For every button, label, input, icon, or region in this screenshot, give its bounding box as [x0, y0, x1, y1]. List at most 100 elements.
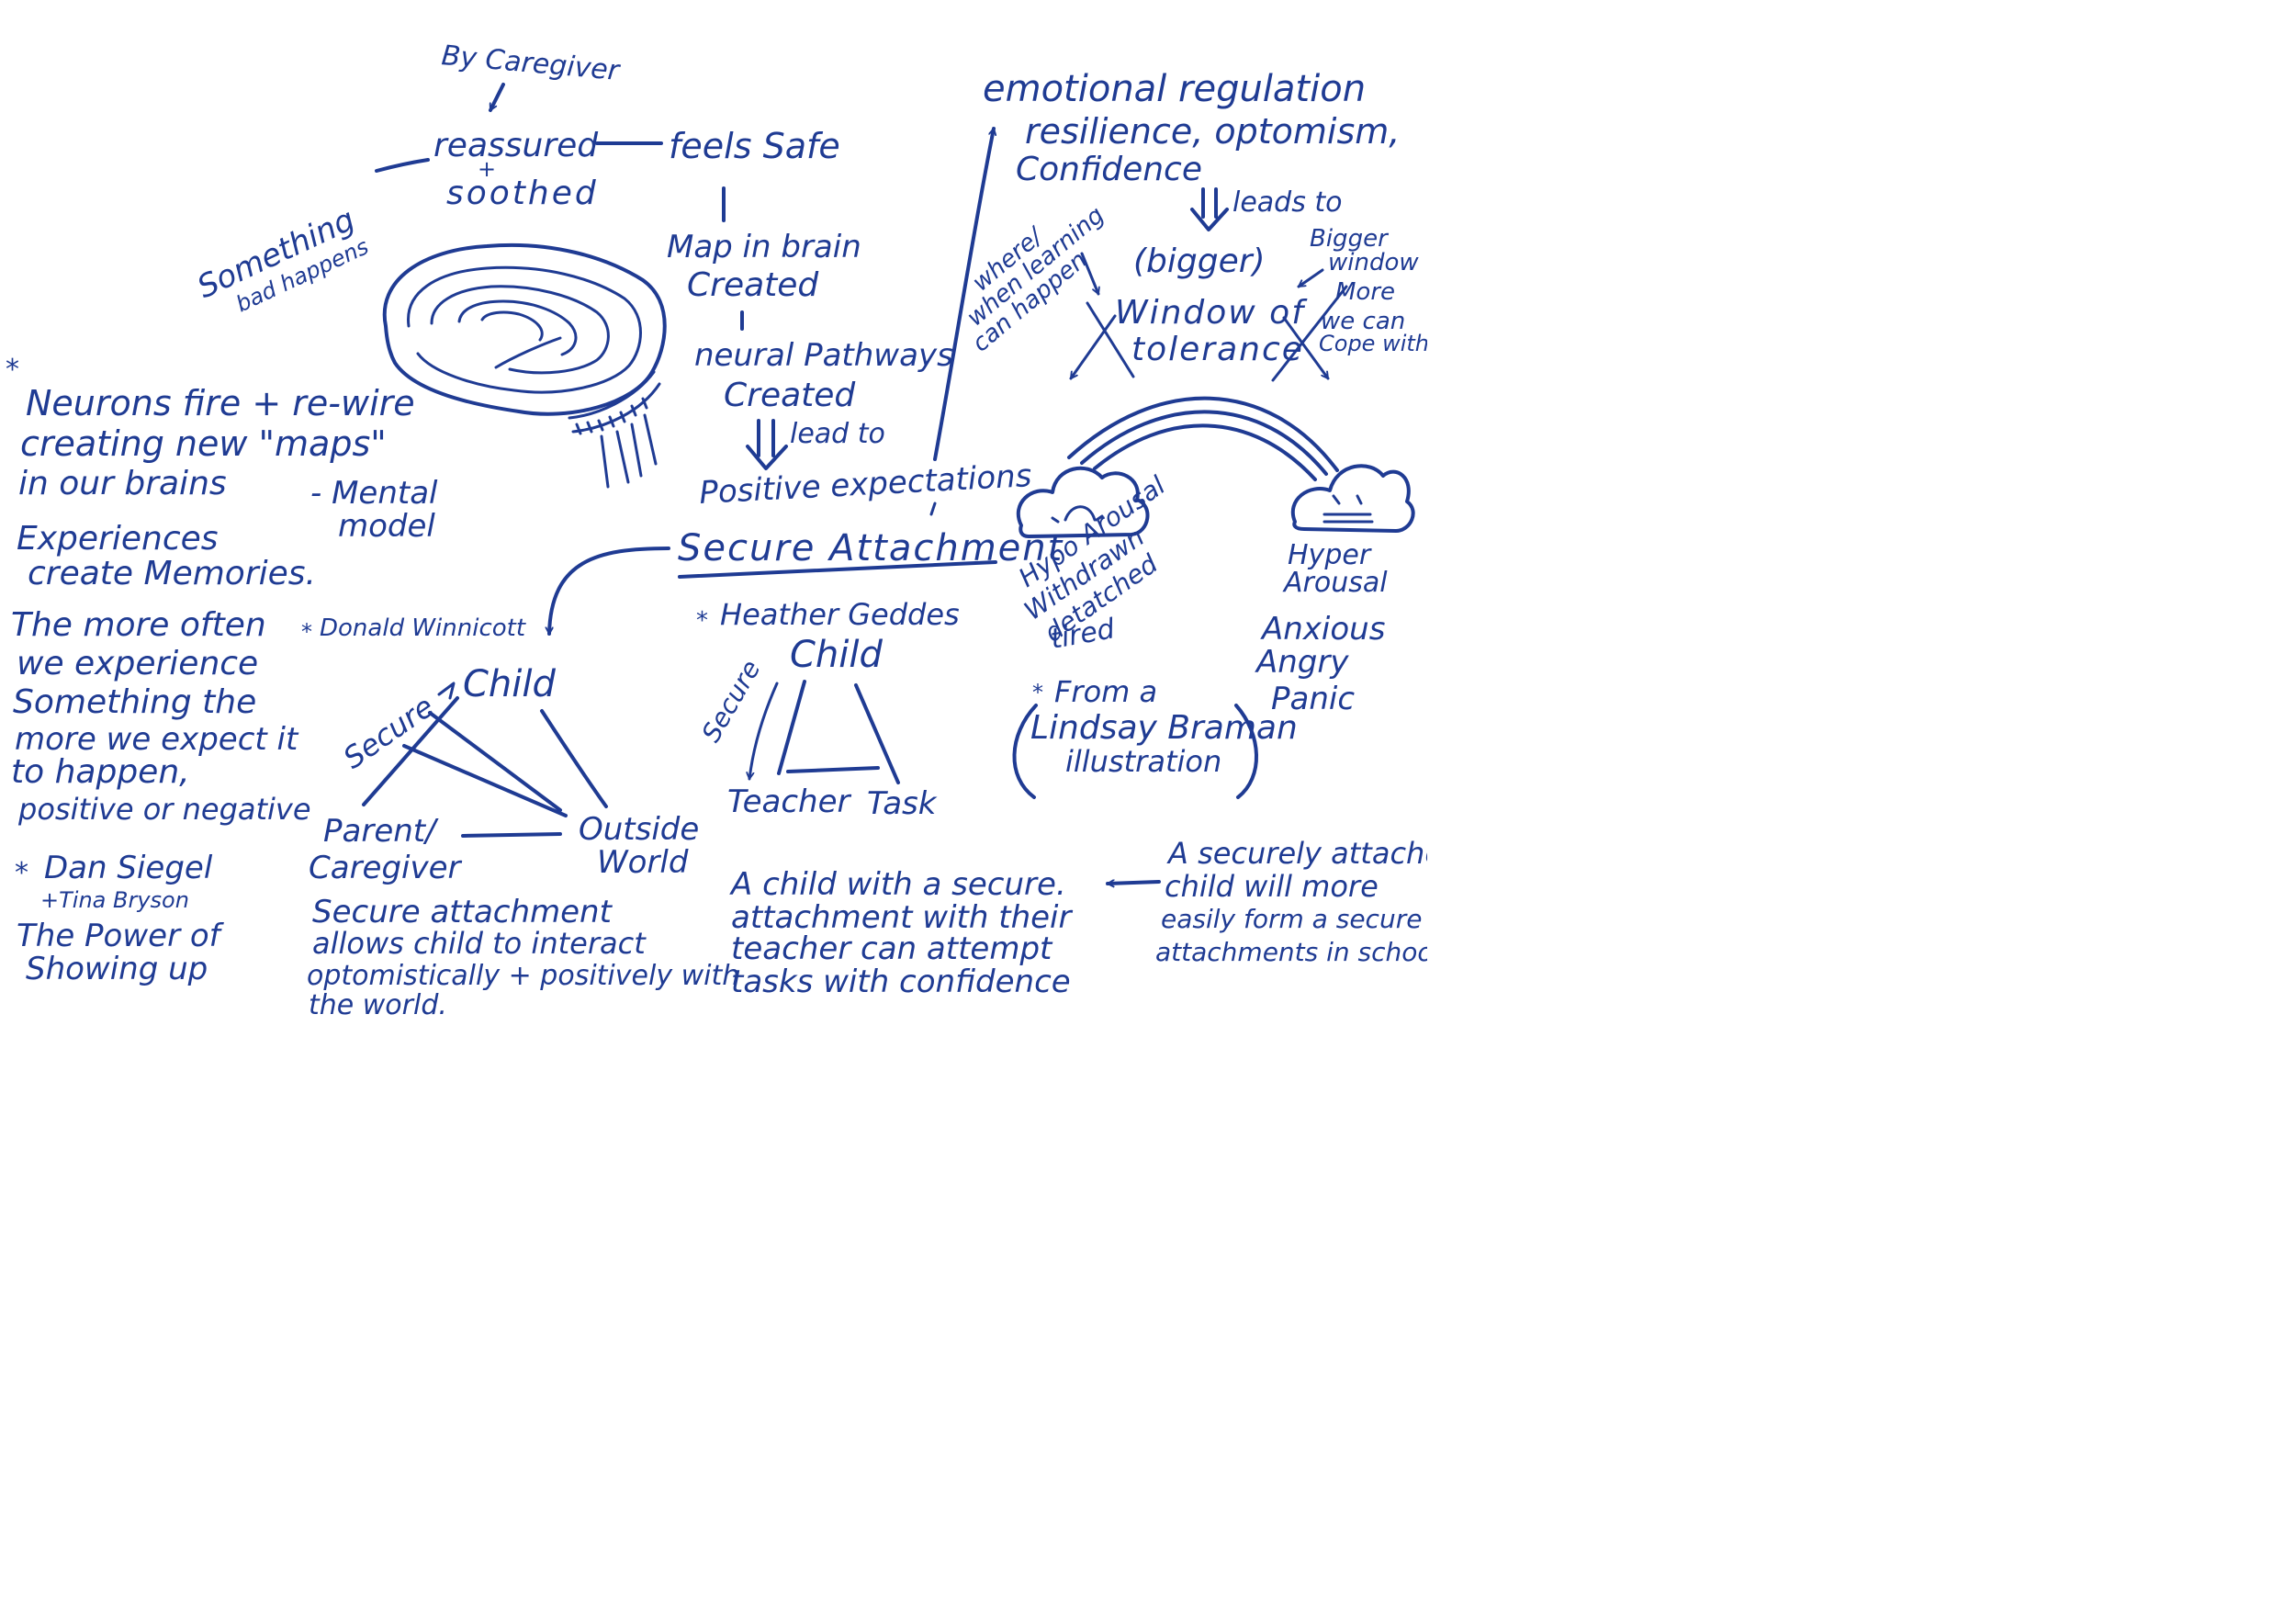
siegel-line-4: Showing up — [26, 951, 208, 987]
secure-attachment-label: Secure Attachment — [678, 527, 1064, 569]
bigger-window-line-4: we can — [1321, 308, 1405, 335]
star-icon: * — [6, 354, 19, 386]
arrow-bigger-window — [1297, 268, 1324, 288]
plus-label: + — [478, 156, 496, 182]
neutral-cloud-icon — [1291, 464, 1415, 533]
siegel-line-2: +Tina Bryson — [40, 887, 189, 913]
geddes-author-label: Heather Geddes — [720, 597, 960, 632]
bigger-window-line-3: More — [1335, 278, 1395, 306]
geddes-caption-line-4: tasks with confidence — [731, 964, 1071, 1000]
winnicott-caption-line-2: allows child to interact — [312, 926, 647, 961]
created-label-1: Created — [687, 266, 819, 304]
geddes-caption-line-2: attachment with their — [731, 899, 1073, 936]
arrow-to-winnicott-child — [549, 547, 670, 636]
double-arrow-down-icon — [746, 419, 788, 470]
mental-model-line-2: model — [338, 508, 435, 545]
winnicott-secure-label: Secure — [337, 689, 440, 776]
geddes-secure-label: Secure — [695, 655, 766, 747]
sketchnote-canvas: By Caregiver reassured + soothed feels S… — [6, 39, 1427, 1021]
sad-cloud-icon — [1016, 466, 1150, 538]
more-often-line-6: positive or negative — [17, 792, 311, 827]
geddes-triangle: * Heather Geddes Child Secure Teacher Ta… — [695, 597, 1073, 1000]
left-notes: * Neurons fire + re-wire creating new "m… — [6, 354, 438, 987]
more-often-line-3: Something the — [13, 683, 256, 721]
winnicott-author-label: Donald Winnicott — [320, 614, 526, 642]
soothed-label: soothed — [446, 175, 599, 212]
positive-expectations-label: Positive expectations — [698, 457, 1032, 512]
panic-label: Panic — [1271, 681, 1355, 717]
star-icon: * — [696, 607, 708, 635]
feels-safe-label: feels Safe — [669, 126, 840, 166]
more-often-line-4: more we expect it — [15, 721, 299, 758]
hyper-arousal-line-2: Arousal — [1282, 567, 1388, 599]
credit-line-1: From a — [1054, 674, 1157, 709]
experiences-line-1: Experiences — [17, 520, 219, 558]
securely-attached-line-3: easily form a secure — [1161, 904, 1422, 934]
credit-line-3: illustration — [1065, 744, 1221, 779]
siegel-line-3: The Power of — [17, 918, 225, 954]
secure-hook-arrow — [437, 682, 456, 700]
geddes-secure-arrow — [749, 682, 779, 781]
cross-left — [1071, 301, 1135, 378]
winnicott-caption-line-3: optomistically + positively with — [307, 960, 739, 992]
bigger-window-line-5: Cope with — [1319, 331, 1427, 356]
angry-label: Angry — [1255, 644, 1349, 681]
siegel-line-1: Dan Siegel — [44, 850, 213, 886]
star-icon: * — [301, 619, 312, 645]
neural-pathways-label: neural Pathways — [694, 337, 953, 374]
bigger-label: (bigger) — [1133, 242, 1266, 280]
securely-attached-line-1: A securely attached — [1166, 836, 1427, 871]
brain-chain: Map in brain Created neural Pathways Cre… — [549, 127, 1064, 636]
mental-model-line-1: - Mental — [310, 475, 438, 512]
anxious-label: Anxious — [1260, 611, 1385, 648]
teacher-label: Teacher — [727, 783, 851, 820]
arrow-where-when — [1080, 252, 1098, 296]
geddes-child-label: Child — [790, 634, 884, 676]
bigger-window-line-2: window — [1328, 249, 1419, 276]
cross-right — [1271, 285, 1348, 380]
tick-mark — [929, 502, 937, 516]
arrow-to-emotional-regulation — [933, 127, 994, 461]
rainbow-icon — [1067, 396, 1339, 481]
brain-illustration — [382, 242, 667, 489]
winnicott-caption-line-4: the world. — [309, 989, 447, 1021]
leads-to-label: leads to — [1232, 186, 1343, 219]
map-in-brain-label: Map in brain — [667, 229, 861, 265]
emotional-regulation-line-1: emotional regulation — [983, 68, 1366, 110]
arrow-securely-attached — [1106, 882, 1161, 884]
lead-to-label: lead to — [790, 418, 885, 450]
securely-attached-line-4: attachments in school — [1155, 937, 1427, 967]
caregiver-chain: By Caregiver reassured + soothed feels S… — [192, 39, 840, 317]
winnicott-caption-line-1: Secure attachment — [312, 894, 613, 930]
star-icon: * — [15, 857, 28, 889]
more-often-line-2: we experience — [17, 645, 258, 682]
by-caregiver-label: By Caregiver — [440, 39, 622, 87]
created-label-2: Created — [724, 377, 856, 414]
star-icon: * — [1032, 680, 1043, 705]
neurons-line-1: Neurons fire + re-wire — [26, 383, 415, 423]
arrow-caregiver-to-reassured — [489, 83, 505, 112]
emotional-regulation-line-3: Confidence — [1016, 151, 1202, 188]
credit-line-2: Lindsay Braman — [1030, 709, 1298, 747]
double-arrow-down-icon — [1190, 187, 1229, 231]
illustration-credit: * From a Lindsay Braman illustration — [1012, 674, 1298, 799]
task-label: Task — [867, 785, 938, 822]
geddes-caption-line-3: teacher can attempt — [731, 930, 1053, 967]
winnicott-child-label: Child — [463, 663, 557, 705]
reassured-label: reassured — [433, 127, 599, 164]
more-often-line-1: The more often — [11, 606, 266, 644]
neurons-line-2: creating new "maps" — [20, 423, 387, 464]
bigger-window-line-1: Bigger — [1310, 225, 1390, 253]
window-of-tolerance-section: emotional regulation resilience, optomis… — [962, 68, 1427, 967]
winnicott-triangle: * Donald Winnicott Child Secure Parent/ … — [301, 614, 739, 1021]
neurons-line-3: in our brains — [18, 465, 227, 502]
parent-label-1: Parent/ — [323, 813, 439, 850]
parent-label-2: Caregiver — [309, 850, 463, 886]
hyper-arousal-line-1: Hyper — [1288, 539, 1372, 571]
emotional-regulation-line-2: resilience, optomism, — [1025, 111, 1400, 152]
outside-label-2: World — [597, 844, 689, 881]
secure-attachment-underline — [678, 560, 997, 579]
securely-attached-line-2: child will more — [1165, 869, 1379, 904]
dash-something-to-reassured — [375, 158, 430, 173]
geddes-caption-line-1: A child with a secure. — [729, 866, 1066, 903]
